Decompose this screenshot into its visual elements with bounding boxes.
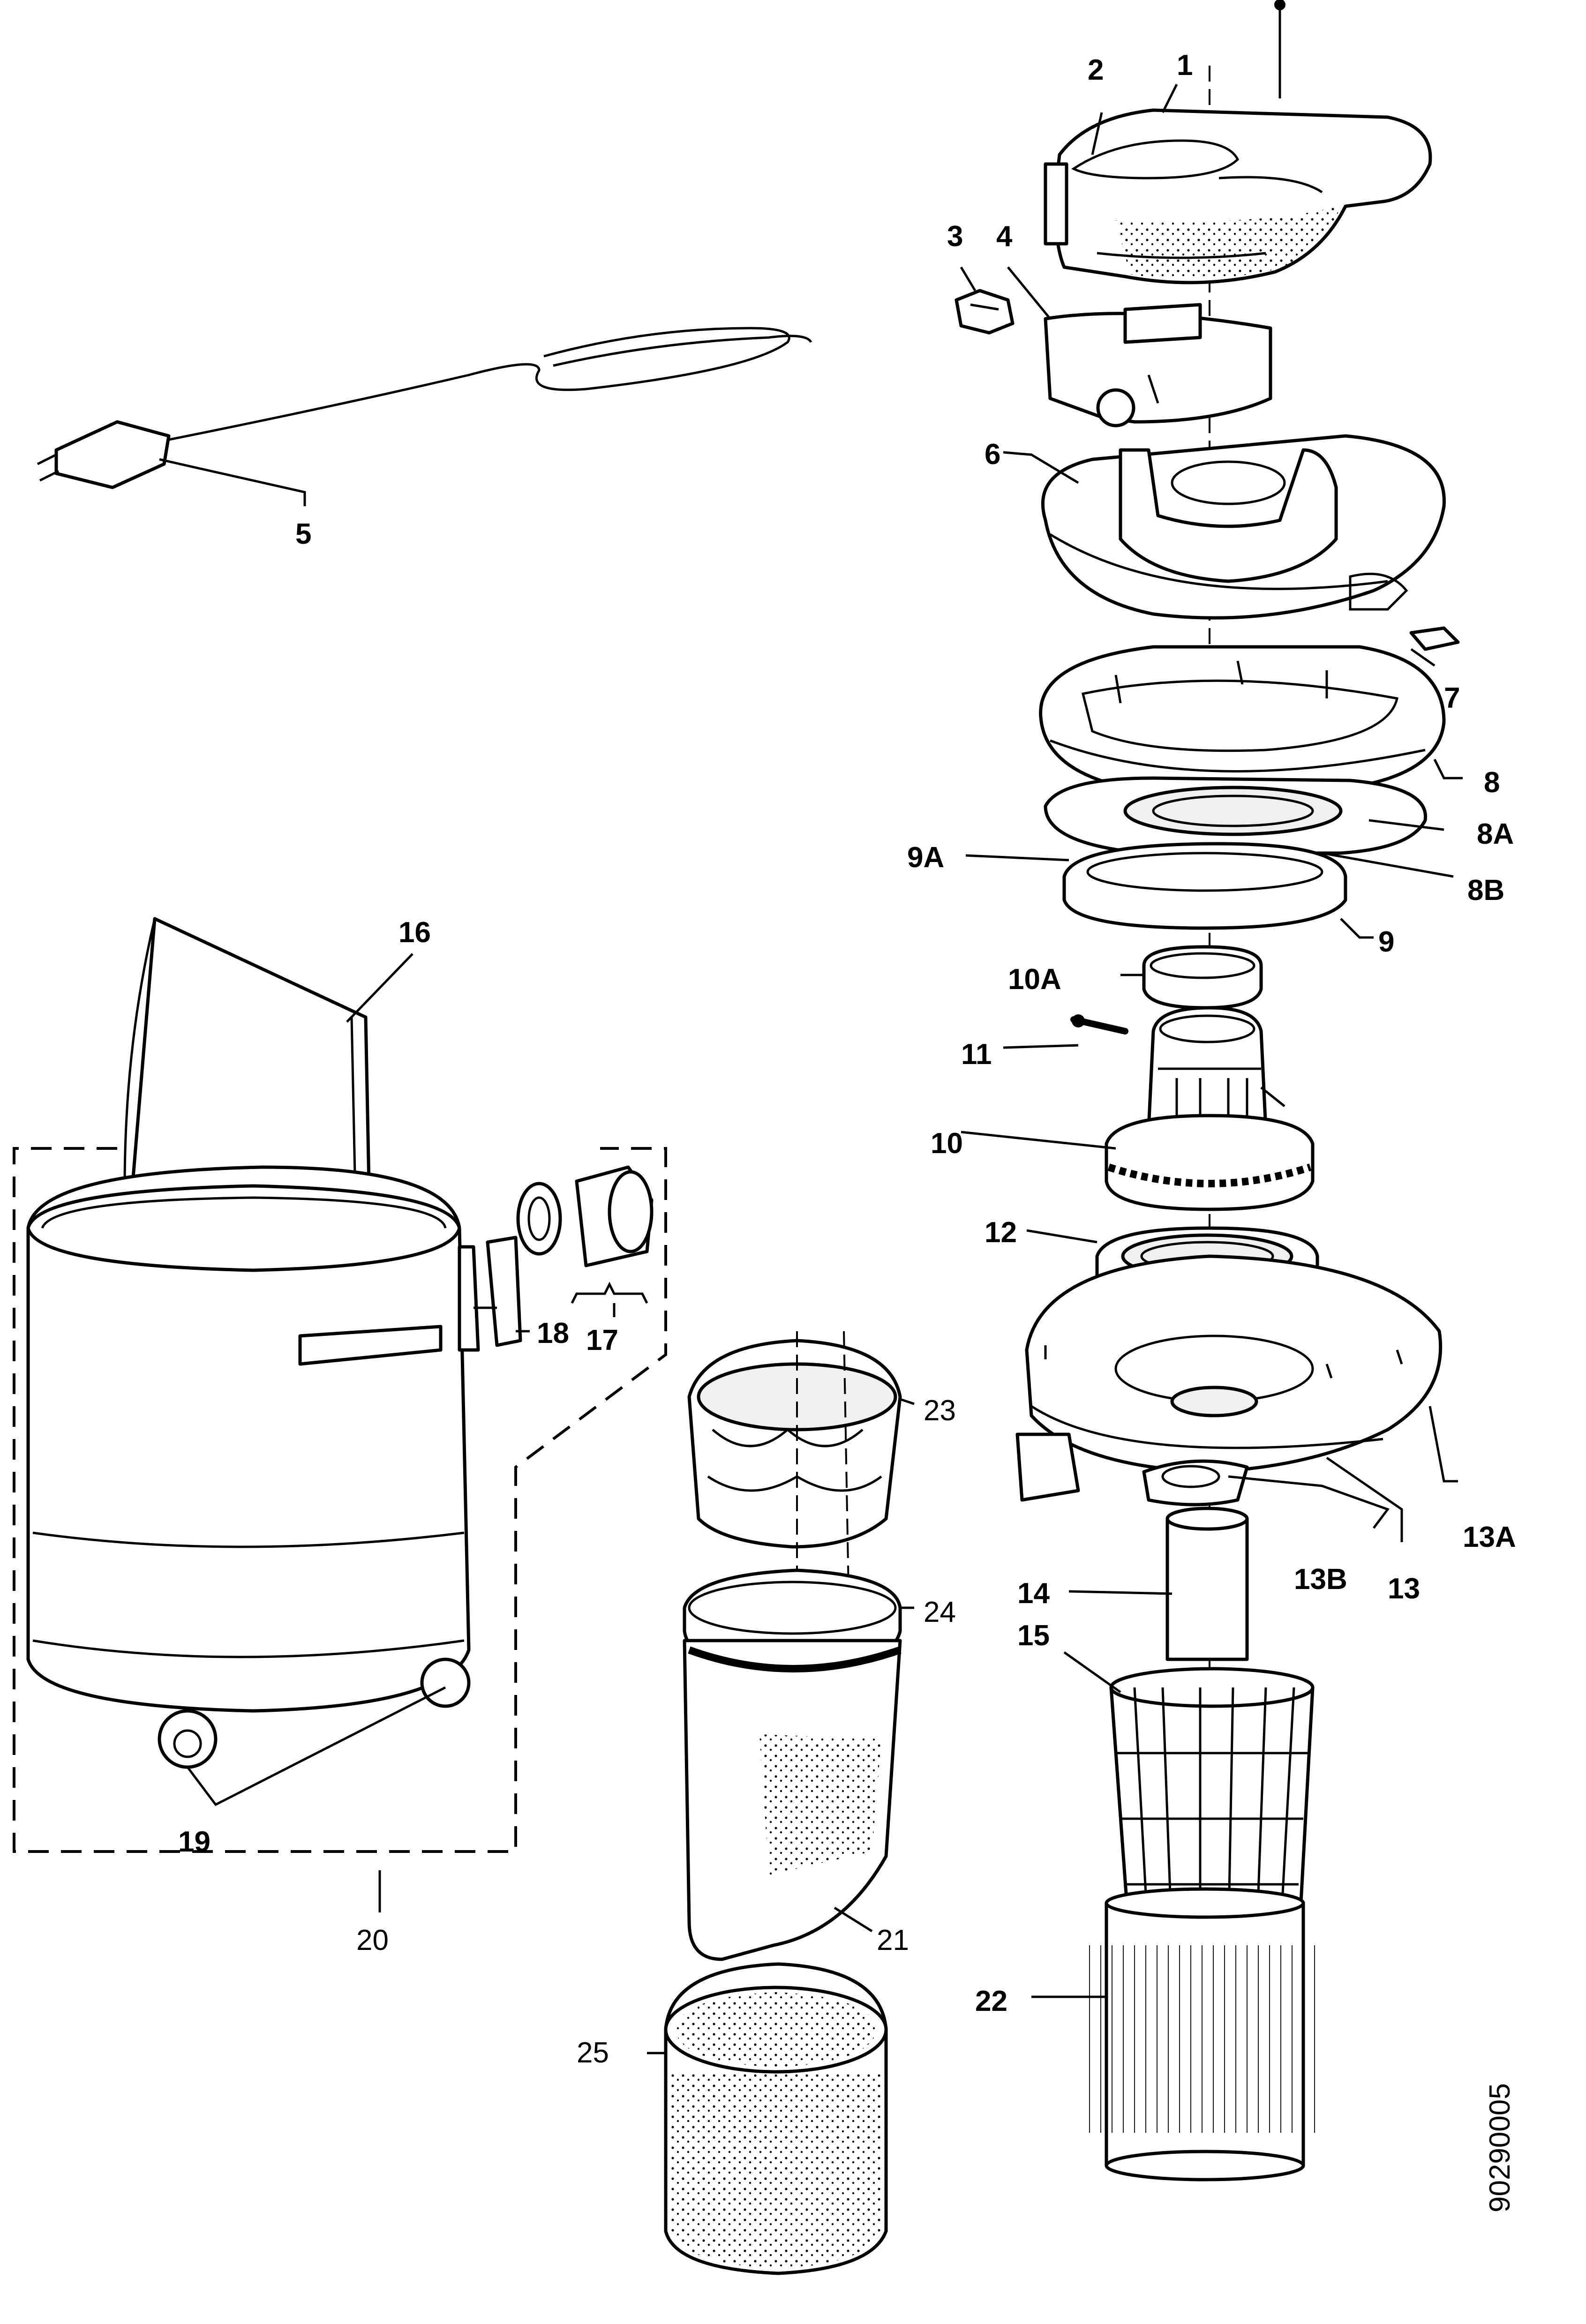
callout-21: 21 [877,1924,909,1957]
callout-23: 23 [924,1394,956,1427]
screw-head [1274,0,1285,10]
filter-cage [1109,1667,1315,1947]
callout-8a: 8A [1477,818,1514,850]
callout-7: 7 [1444,682,1460,714]
callout-14: 14 [1017,1577,1050,1610]
callout-13b: 13B [1294,1563,1347,1596]
top-cover [1044,108,1432,285]
motor-ring [1142,945,1263,1010]
cloth-filter [687,1331,902,1866]
tube [1165,1507,1249,1661]
filter-bag [683,1639,902,1961]
callout-18: 18 [537,1317,569,1349]
foam-filter [664,1962,888,2275]
motor-housing [1039,645,1446,794]
motor [1105,1006,1315,1211]
container-lid [1015,1254,1443,1507]
drawing-number: 90290005 [1484,2083,1516,2212]
callout-3: 3 [947,220,963,253]
container-drum [26,1165,480,1769]
callout-1: 1 [1177,49,1193,82]
callout-10: 10 [931,1127,963,1160]
small-block [1409,626,1460,651]
callout-17: 17 [586,1324,618,1357]
callout-16: 16 [398,916,431,949]
callout-10a: 10A [1008,963,1061,996]
callout-2: 2 [1088,54,1104,86]
callout-13a: 13A [1463,1521,1516,1553]
filter-ring [1062,842,1347,930]
callout-labels: 1 2 3 4 5 6 7 8 8A 8B 9 9A 10 10A 11 12 … [178,49,1516,2069]
callout-8: 8 [1484,766,1500,799]
callout-13: 13 [1388,1573,1420,1605]
callout-6: 6 [985,438,1000,471]
callout-11: 11 [961,1038,992,1071]
callout-20: 20 [356,1924,389,1957]
cartridge-filter [1088,1887,1322,2182]
callout-19: 19 [178,1826,210,1858]
screw [1070,1014,1128,1035]
callout-8b: 8B [1467,874,1504,907]
leader-lines [159,83,1463,2054]
callout-24: 24 [924,1596,956,1628]
container-group-outline [13,1147,667,1853]
clamp [474,1236,522,1347]
power-cord [37,327,812,489]
hose-inlet [516,1165,654,1304]
switch [955,289,1015,335]
callout-12: 12 [985,1216,1017,1249]
gasket [1044,776,1428,855]
switch-bracket [1044,303,1272,427]
callout-9a: 9A [907,841,944,874]
callout-25: 25 [577,2037,609,2069]
callout-15: 15 [1017,1619,1050,1652]
callout-9: 9 [1378,926,1394,958]
callout-4: 4 [996,220,1013,253]
callout-22: 22 [975,1985,1007,2017]
upper-housing [1041,434,1446,620]
callout-5: 5 [295,518,311,550]
